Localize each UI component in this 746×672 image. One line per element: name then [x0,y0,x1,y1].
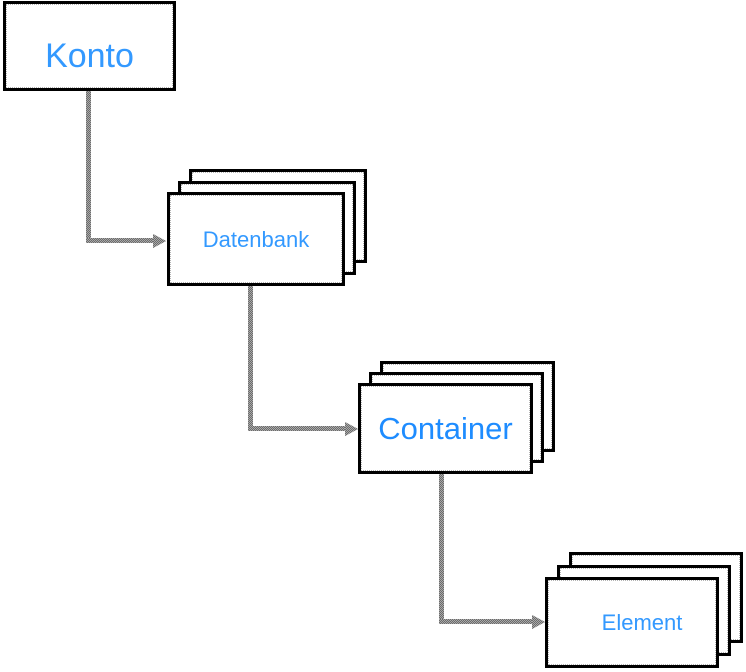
node-konto-box: Konto [3,1,176,91]
connector-container-element-horizontal [439,619,532,624]
node-konto-label: Konto [45,37,134,75]
node-container-label: Container [378,411,513,446]
connector-datenbank-container-horizontal [248,426,345,431]
node-datenbank-label: Datenbank [202,227,310,252]
connector-konto-datenbank-horizontal [86,238,153,243]
connector-container-element-vertical [439,474,444,624]
node-container-box: Container [358,383,533,474]
arrowhead-icon [532,615,545,629]
connector-konto-datenbank-vertical [86,91,91,243]
node-element-label: Element [601,609,683,635]
arrowhead-icon [153,234,166,248]
node-datenbank-box: Datenbank [167,192,345,286]
arrowhead-icon [345,422,358,436]
connector-datenbank-container-vertical [248,286,253,431]
node-element-box: Element [545,577,719,668]
